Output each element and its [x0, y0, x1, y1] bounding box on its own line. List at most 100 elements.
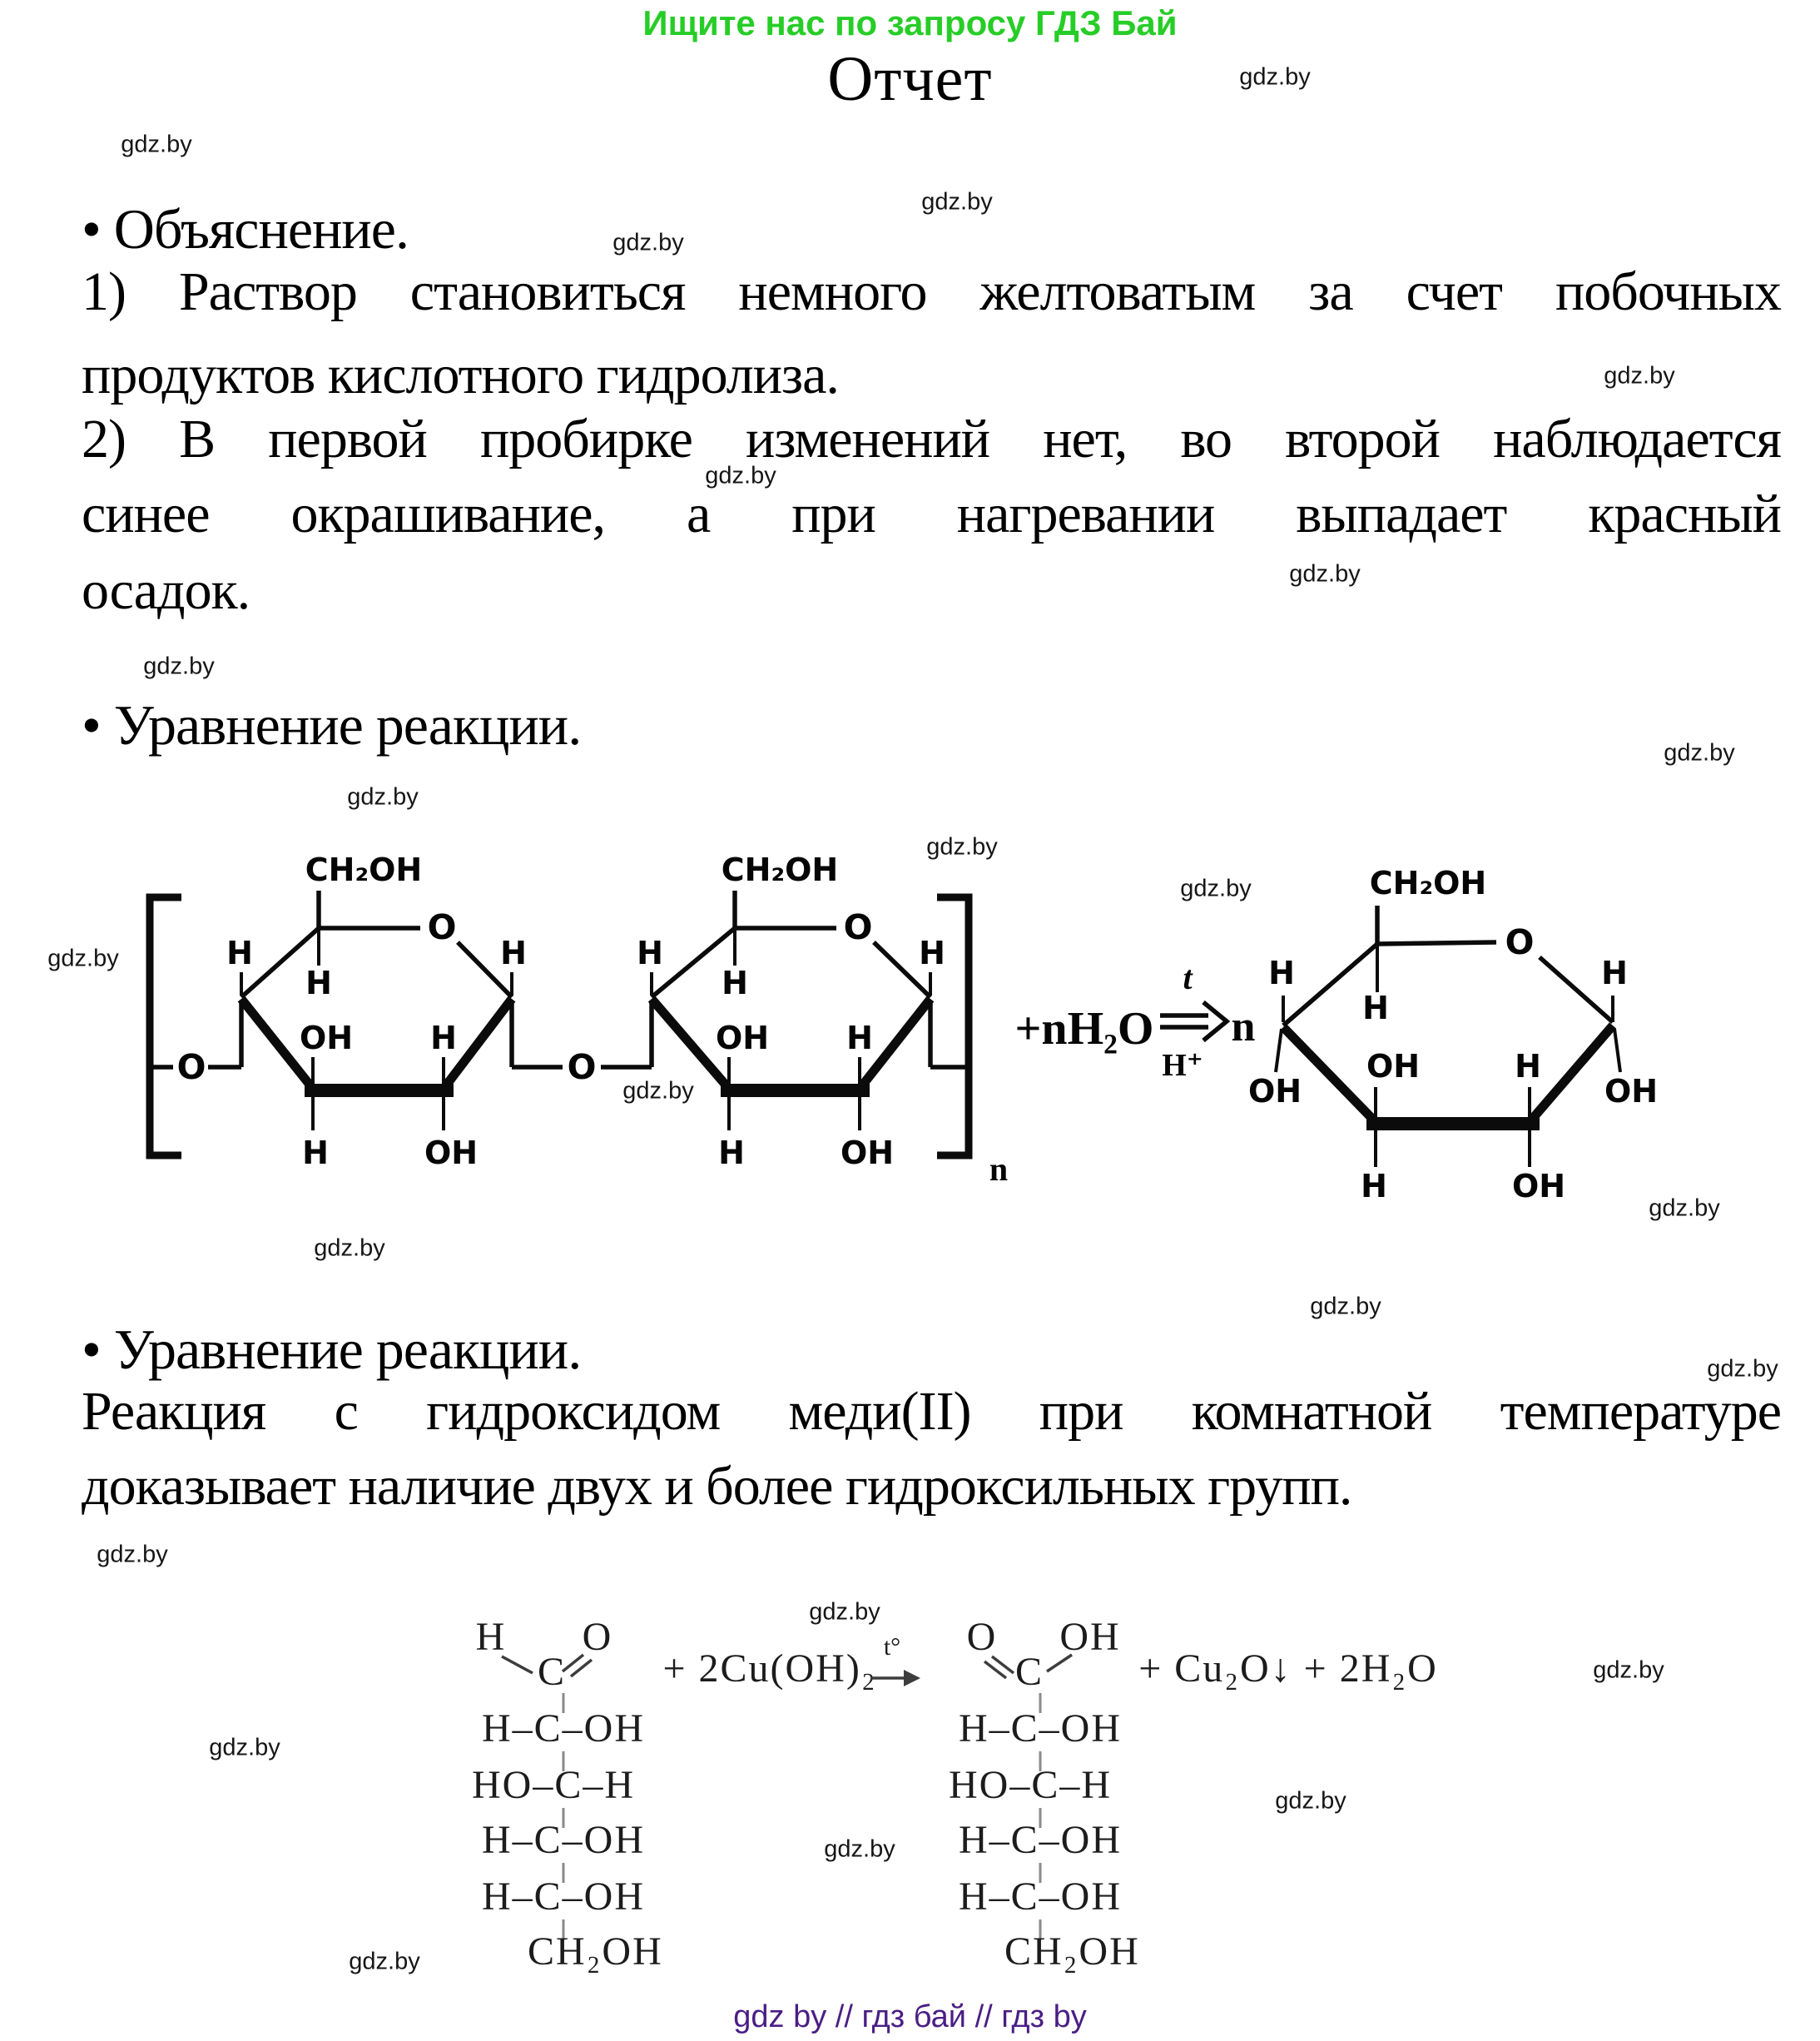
arrow-condition-temperature: t°	[884, 1633, 900, 1661]
ch2oh-label: CH₂OH	[305, 852, 422, 888]
body-line: Реакция с гидроксидом меди(II) при комна…	[82, 1381, 1782, 1442]
bond-line	[983, 1660, 1008, 1680]
left-bracket	[146, 893, 181, 1160]
bond-line-bold	[647, 996, 733, 1092]
h-label: H	[500, 935, 527, 971]
watermark: gdz.by	[622, 1077, 694, 1105]
glucose-product-ring: CH₂OH O H H H OH OH OH H H OH	[1248, 865, 1658, 1204]
h-label: H	[476, 1615, 507, 1659]
watermark: gdz.by	[1310, 1293, 1381, 1320]
glucose-unit-1: CH₂OH O H H H OH H H OH	[226, 852, 563, 1171]
h-label: H	[722, 965, 748, 1001]
heading-explanation: • Объяснение.	[82, 197, 409, 261]
glucose-unit-2: CH₂OH O H H H OH H H OH	[637, 852, 969, 1171]
h-label: H	[305, 965, 332, 1001]
h-label: H	[430, 1020, 457, 1056]
bond-line	[990, 1655, 1015, 1675]
chain-row: HO–C–H	[472, 1763, 635, 1807]
chain-row: H–C–OH	[959, 1818, 1122, 1862]
footer-watermark: gdz by // гдз бай // гдз by	[733, 1999, 1087, 2034]
starch-hydrolysis-diagram: O CH₂OH O H H H OH H	[146, 852, 1658, 1204]
watermark: gdz.by	[349, 1948, 420, 1975]
bond-line	[1538, 955, 1614, 1025]
chain-row-ch2oh: CH₂OH	[1004, 1929, 1140, 1974]
arrow-condition-top: t	[1183, 959, 1193, 996]
watermark: gdz.by	[1180, 875, 1252, 902]
watermark: gdz.by	[1593, 1656, 1664, 1684]
body-line: 1) Раствор становиться немного желтоваты…	[82, 261, 1782, 322]
body-line: доказывает наличие двух и более гидрокси…	[82, 1456, 1352, 1517]
bond-line	[1613, 1028, 1622, 1073]
watermark: gdz.by	[1649, 1194, 1720, 1222]
oh-label: OH	[716, 1020, 769, 1056]
h-label: H	[1515, 1048, 1541, 1085]
bond-line-bold	[237, 996, 317, 1092]
bond-line	[240, 926, 320, 1000]
chain-row: H–C–OH	[959, 1706, 1122, 1750]
watermark: gdz.by	[921, 188, 993, 216]
bond-line	[1376, 940, 1497, 946]
plus-water-term: +nH₂O	[1015, 1003, 1154, 1055]
h-label: H	[718, 1135, 745, 1171]
bond-line-bold	[855, 996, 935, 1092]
watermark: gdz.by	[97, 1541, 168, 1568]
bond-line-bold	[1525, 1022, 1617, 1125]
oh-label: OH	[1366, 1048, 1420, 1085]
oxygen-label: O	[177, 1047, 206, 1087]
oh-label: OH	[841, 1135, 894, 1171]
body-line: 2) В первой пробирке изменений нет, во в…	[82, 409, 1782, 469]
bond-line	[872, 941, 932, 999]
bond-line-bold	[439, 996, 516, 1092]
watermark: gdz.by	[1707, 1355, 1778, 1383]
bond-line	[1046, 1653, 1073, 1673]
oh-label: OH	[1248, 1073, 1302, 1110]
ring-oxygen-label: O	[844, 907, 873, 947]
chain-row-ch2oh: CH₂OH	[528, 1929, 663, 1974]
bond-line	[650, 926, 736, 1000]
ch2oh-label: CH₂OH	[722, 852, 838, 888]
oh-label: OH	[1059, 1615, 1120, 1659]
h-label: H	[302, 1135, 329, 1171]
h-label: H	[1361, 1168, 1387, 1204]
watermark: gdz.by	[1275, 1787, 1346, 1815]
glycosidic-link: O	[568, 1001, 654, 1087]
hydrolysis-reaction-middle: +nH₂O t H⁺ n	[1015, 959, 1256, 1083]
h-label: H	[1601, 955, 1628, 991]
body-line: продуктов кислотного гидролиза.	[82, 345, 840, 405]
o-label: O	[967, 1615, 998, 1659]
chain-row: HO–C–H	[949, 1763, 1112, 1807]
chain-row: H–C–OH	[482, 1706, 645, 1750]
reaction-arrow-head	[1202, 1000, 1231, 1043]
watermark: gdz.by	[143, 653, 215, 680]
polymer-left-bracket: O	[146, 893, 241, 1160]
ring-oxygen-label: O	[1505, 922, 1535, 962]
h-label: H	[846, 1020, 873, 1056]
watermark: gdz.by	[926, 833, 998, 861]
h-label: H	[637, 935, 663, 971]
bond-line	[1274, 1028, 1283, 1073]
chain-row: H–C–OH	[482, 1818, 645, 1862]
polymer-right-bracket: n	[937, 893, 1008, 1188]
watermark: gdz.by	[314, 1234, 385, 1262]
watermark: gdz.by	[47, 945, 119, 972]
bond-line	[1282, 941, 1379, 1028]
watermark: gdz.by	[1604, 362, 1675, 390]
oxidation-reagent-and-arrow: + 2Cu(OH)₂ t°	[662, 1633, 920, 1691]
chain-row: H–C–OH	[482, 1875, 645, 1919]
oxygen-label: O	[568, 1047, 597, 1087]
watermark: gdz.by	[824, 1835, 895, 1863]
promo-banner: Ищите нас по запросу ГДЗ Бай	[642, 3, 1178, 42]
watermark: gdz.by	[209, 1734, 280, 1761]
heading-equation-1: • Уравнение реакции.	[82, 693, 582, 757]
glucose-open-chain: H O C H–C–OH HO–C–H H–C–OH H–C–OH CH₂OH	[472, 1615, 663, 1974]
watermark: gdz.by	[809, 1598, 880, 1626]
ch2oh-label: CH₂OH	[1370, 865, 1486, 901]
watermark: gdz.by	[1664, 739, 1735, 767]
o-label: O	[583, 1615, 613, 1659]
oh-label: OH	[300, 1020, 353, 1056]
watermark: gdz.by	[121, 131, 192, 158]
bond-line-bold	[1280, 1024, 1379, 1125]
bond-line	[569, 1658, 593, 1678]
oh-label: OH	[1512, 1168, 1565, 1204]
